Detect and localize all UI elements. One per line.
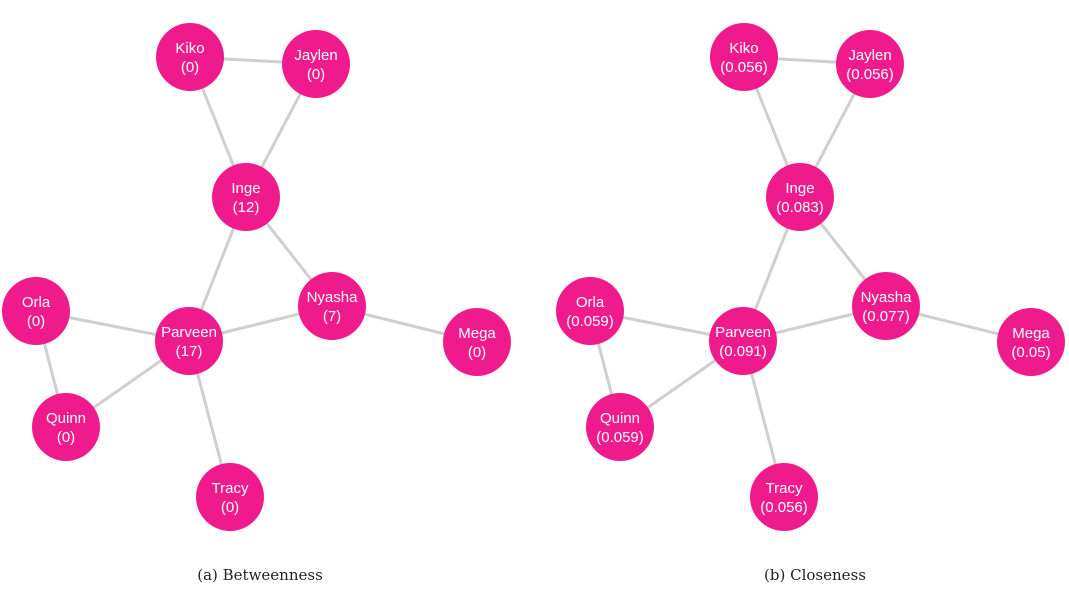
node-mega: Mega (0) [443, 308, 511, 376]
node-label: Orla [22, 294, 51, 311]
node-value: (0.077) [862, 308, 910, 325]
closeness-network: Kiko (0.056) Jaylen (0.056) Inge (0.083) Nyash… [556, 23, 1065, 531]
node-circle [556, 277, 624, 345]
node-circle [155, 307, 223, 375]
node-orla: Orla (0.059) [556, 277, 624, 345]
closeness-caption: (b) Closeness [764, 566, 866, 584]
node-mega: Mega (0.05) [997, 308, 1065, 376]
node-parveen: Parveen (17) [155, 307, 223, 375]
node-tracy: Tracy (0) [196, 463, 264, 531]
node-inge: Inge (0.083) [766, 163, 834, 231]
node-label: Inge [785, 180, 814, 197]
node-circle [709, 307, 777, 375]
node-label: Parveen [715, 324, 771, 341]
node-value: (0) [307, 66, 325, 83]
node-nyasha: Nyasha (7) [298, 272, 366, 340]
node-label: Jaylen [294, 47, 337, 64]
node-nyasha: Nyasha (0.077) [852, 272, 920, 340]
node-label: Parveen [161, 324, 217, 341]
node-value: (0.056) [760, 499, 808, 516]
node-circle [32, 393, 100, 461]
node-value: (0.091) [719, 343, 767, 360]
node-inge: Inge (12) [212, 163, 280, 231]
node-value: (0) [468, 344, 486, 361]
node-circle [2, 277, 70, 345]
node-quinn: Quinn (0.059) [586, 393, 654, 461]
node-label: Mega [458, 325, 496, 342]
node-kiko: Kiko (0) [156, 23, 224, 91]
node-value: (0.059) [596, 429, 644, 446]
node-label: Quinn [600, 410, 640, 427]
node-jaylen: Jaylen (0.056) [836, 30, 904, 98]
node-value: (0) [57, 429, 75, 446]
node-tracy: Tracy (0.056) [750, 463, 818, 531]
node-label: Nyasha [861, 289, 913, 306]
node-kiko: Kiko (0.056) [710, 23, 778, 91]
node-label: Quinn [46, 410, 86, 427]
node-circle [750, 463, 818, 531]
node-value: (0.056) [846, 66, 894, 83]
node-circle [852, 272, 920, 340]
node-label: Mega [1012, 325, 1050, 342]
node-value: (17) [176, 343, 203, 360]
node-value: (12) [233, 199, 260, 216]
node-label: Inge [231, 180, 260, 197]
node-label: Tracy [212, 480, 249, 497]
node-label: Kiko [175, 40, 204, 57]
betweenness-network: Kiko (0) Jaylen (0) Inge (12) Nyasha (7) Mega (0)… [2, 23, 511, 531]
node-value: (0.056) [720, 59, 768, 76]
node-label: Tracy [766, 480, 803, 497]
node-label: Nyasha [307, 289, 359, 306]
node-jaylen: Jaylen (0) [282, 30, 350, 98]
betweenness-caption: (a) Betweenness [197, 566, 323, 584]
node-value: (0) [221, 499, 239, 516]
node-circle [196, 463, 264, 531]
node-value: (0) [27, 313, 45, 330]
node-label: Kiko [729, 40, 758, 57]
node-circle [710, 23, 778, 91]
node-circle [766, 163, 834, 231]
node-circle [586, 393, 654, 461]
node-circle [212, 163, 280, 231]
node-circle [997, 308, 1065, 376]
node-value: (7) [323, 308, 341, 325]
node-value: (0.05) [1011, 344, 1050, 361]
node-value: (0) [181, 59, 199, 76]
node-value: (0.059) [566, 313, 614, 330]
node-label: Orla [576, 294, 605, 311]
node-circle [298, 272, 366, 340]
node-parveen: Parveen (0.091) [709, 307, 777, 375]
node-value: (0.083) [776, 199, 824, 216]
node-circle [443, 308, 511, 376]
node-quinn: Quinn (0) [32, 393, 100, 461]
node-orla: Orla (0) [2, 277, 70, 345]
node-circle [836, 30, 904, 98]
node-label: Jaylen [848, 47, 891, 64]
node-circle [156, 23, 224, 91]
node-circle [282, 30, 350, 98]
